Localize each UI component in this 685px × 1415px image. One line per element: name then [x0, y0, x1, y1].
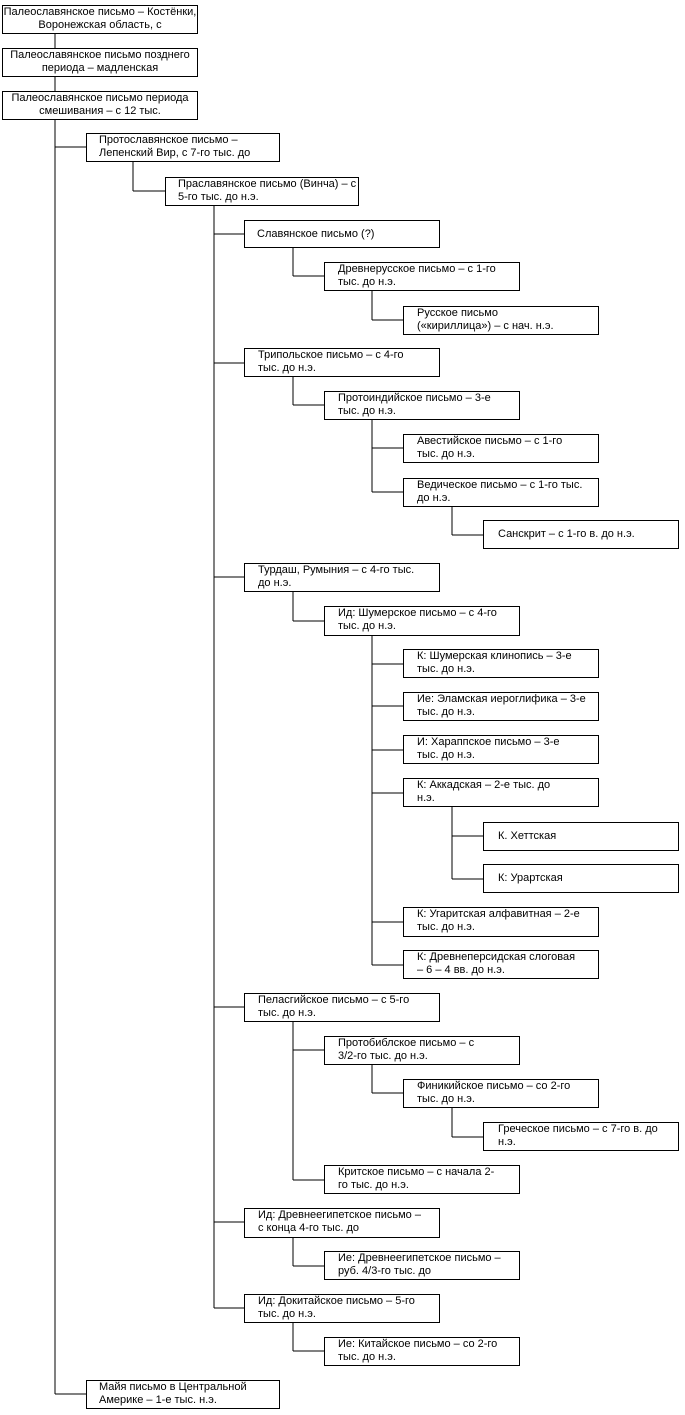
- node-akkadian: К: Аккадская – 2-е тыс. до н.э.: [403, 778, 599, 807]
- node-label: И: Хараппское письмо – 3-е тыс. до н.э.: [417, 736, 560, 761]
- node-harappan: И: Хараппское письмо – 3-е тыс. до н.э.: [403, 735, 599, 764]
- node-sanskrit: Санскрит – с 1-го в. до н.э.: [483, 520, 679, 549]
- node-label: К: Угаритская алфавитная – 2-е тыс. до н…: [417, 908, 580, 933]
- node-pre-chinese: Ид: Докитайское письмо – 5-го тыс. до н.…: [244, 1294, 440, 1323]
- node-label: К: Урартская: [498, 872, 563, 884]
- node-label: К: Шумерская клинопись – 3-е тыс. до н.э…: [417, 650, 572, 675]
- node-vedic: Ведическое письмо – с 1-го тыс. до н.э.: [403, 478, 599, 507]
- node-sumerian: Ид: Шумерское письмо – с 4-го тыс. до н.…: [324, 606, 520, 636]
- node-label: Ид: Древнеегипетское письмо – с конца 4-…: [258, 1209, 421, 1234]
- node-old-russian: Древнерусское письмо – с 1-го тыс. до н.…: [324, 262, 520, 291]
- node-label: Древнерусское письмо – с 1-го тыс. до н.…: [338, 263, 496, 288]
- node-sumerian-cuneiform: К: Шумерская клинопись – 3-е тыс. до н.э…: [403, 649, 599, 678]
- node-label: Протославянское письмо – Лепенский Вир, …: [99, 134, 251, 159]
- node-label: Ие: Эламская иероглифика – 3-е тыс. до н…: [417, 693, 586, 718]
- node-russian-cyrillic: Русское письмо («кириллица») – с нач. н.…: [403, 306, 599, 335]
- node-trypillia: Трипольское письмо – с 4-го тыс. до н.э.: [244, 348, 440, 377]
- node-pelasgian: Пеласгийское письмо – с 5-го тыс. до н.э…: [244, 993, 440, 1022]
- node-label: Ид: Докитайское письмо – 5-го тыс. до н.…: [258, 1295, 415, 1320]
- node-label: Греческое письмо – с 7-го в. до н.э.: [498, 1123, 658, 1148]
- node-phoenician: Финикийское письмо – со 2-го тыс. до н.э…: [403, 1079, 599, 1108]
- node-greek: Греческое письмо – с 7-го в. до н.э.: [483, 1122, 679, 1151]
- node-label: Турдаш, Румыния – с 4-го тыс. до н.э.: [258, 564, 415, 589]
- node-praslavic-vincha: Праславянское письмо (Винча) – с 5-го ты…: [165, 177, 359, 206]
- node-label: Палеославянское письмо периода смешивани…: [11, 92, 189, 117]
- node-label: Авестийское письмо – с 1-го тыс. до н.э.: [417, 435, 563, 460]
- node-maya: Майя письмо в Центральной Америке – 1-е …: [86, 1380, 280, 1409]
- node-label: Палеославянское письмо – Костёнки, Ворон…: [3, 6, 197, 31]
- node-label: Санскрит – с 1-го в. до н.э.: [498, 528, 635, 540]
- node-cretan: Критское письмо – с начала 2-го тыс. до …: [324, 1165, 520, 1194]
- node-label: Ие: Древнеегипетское письмо – руб. 4/3-г…: [338, 1252, 501, 1277]
- node-label: Славянское письмо (?): [257, 228, 375, 240]
- node-paleoslavic-late: Палеославянское письмо позднего периода …: [2, 48, 198, 77]
- node-label: Критское письмо – с начала 2-го тыс. до …: [338, 1166, 495, 1191]
- node-slavic: Славянское письмо (?): [244, 220, 440, 248]
- node-label: К: Аккадская – 2-е тыс. до н.э.: [417, 779, 551, 804]
- node-hittite: К. Хеттская: [483, 822, 679, 851]
- node-label: К: Древнеперсидская слоговая – 6 – 4 вв.…: [417, 951, 576, 976]
- node-urartian: К: Урартская: [483, 864, 679, 893]
- node-proto-indian: Протоиндийское письмо – 3-е тыс. до н.э.: [324, 391, 520, 420]
- node-old-persian: К: Древнеперсидская слоговая – 6 – 4 вв.…: [403, 950, 599, 979]
- node-label: Протобиблское письмо – с 3/2-го тыс. до …: [338, 1037, 475, 1062]
- node-elamite: Ие: Эламская иероглифика – 3-е тыс. до н…: [403, 692, 599, 721]
- node-avestan: Авестийское письмо – с 1-го тыс. до н.э.: [403, 434, 599, 463]
- node-label: Протоиндийское письмо – 3-е тыс. до н.э.: [338, 392, 491, 417]
- node-turdas: Турдаш, Румыния – с 4-го тыс. до н.э.: [244, 563, 440, 592]
- node-label: Ведическое письмо – с 1-го тыс. до н.э.: [417, 479, 583, 504]
- node-paleoslavic-kostenki: Палеославянское письмо – Костёнки, Ворон…: [2, 5, 198, 34]
- node-label: Праславянское письмо (Винча) – с 5-го ты…: [178, 178, 357, 203]
- node-label: Ие: Китайское письмо – со 2-го тыс. до н…: [338, 1338, 498, 1363]
- node-label: Финикийское письмо – со 2-го тыс. до н.э…: [417, 1080, 571, 1105]
- node-chinese: Ие: Китайское письмо – со 2-го тыс. до н…: [324, 1337, 520, 1366]
- node-label: Трипольское письмо – с 4-го тыс. до н.э.: [258, 349, 404, 374]
- node-protoslavic: Протославянское письмо – Лепенский Вир, …: [86, 133, 280, 162]
- node-proto-byblian: Протобиблское письмо – с 3/2-го тыс. до …: [324, 1036, 520, 1065]
- node-ugaritic: К: Угаритская алфавитная – 2-е тыс. до н…: [403, 907, 599, 937]
- node-label: К. Хеттская: [498, 830, 557, 842]
- node-old-egyptian-id: Ид: Древнеегипетское письмо – с конца 4-…: [244, 1208, 440, 1238]
- node-label: Пеласгийское письмо – с 5-го тыс. до н.э…: [258, 994, 410, 1019]
- node-label: Ид: Шумерское письмо – с 4-го тыс. до н.…: [338, 607, 497, 632]
- node-label: Русское письмо («кириллица») – с нач. н.…: [417, 307, 554, 332]
- node-paleoslavic-mixing: Палеославянское письмо периода смешивани…: [2, 91, 198, 120]
- node-old-egyptian-ie: Ие: Древнеегипетское письмо – руб. 4/3-г…: [324, 1251, 520, 1280]
- node-label: Палеославянское письмо позднего периода …: [10, 49, 190, 74]
- node-label: Майя письмо в Центральной Америке – 1-е …: [99, 1381, 247, 1406]
